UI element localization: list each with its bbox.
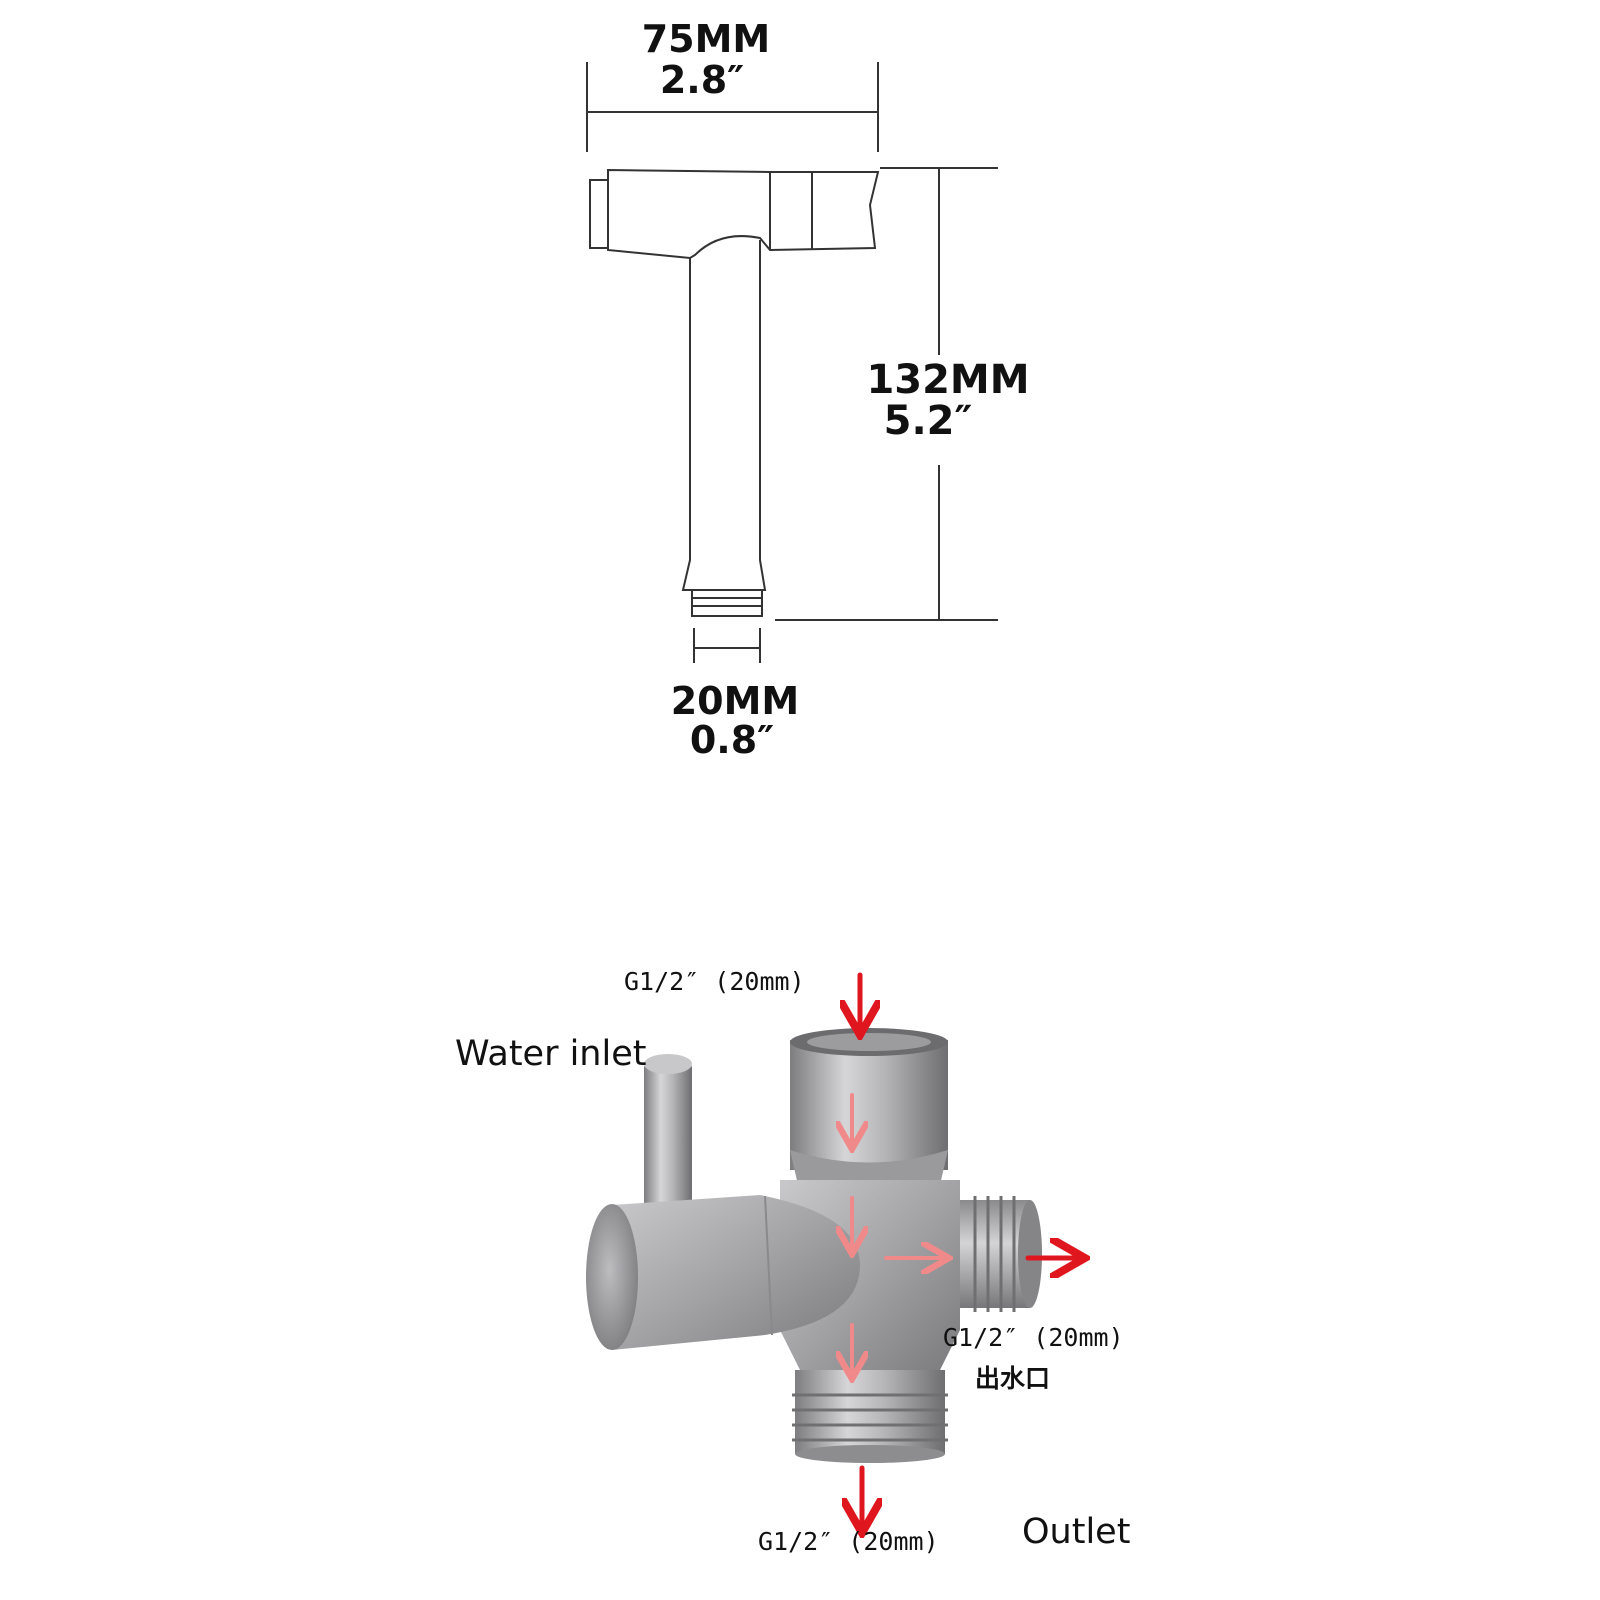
sprayer-drawing [586, 62, 998, 663]
height-in-label: 5.2″ [884, 398, 973, 444]
valve-cap [586, 1204, 638, 1350]
bottom-port-label: G1/2″ (20mm) [758, 1527, 939, 1556]
thread-mm-label: 20MM [671, 679, 800, 723]
width-in-label: 2.8″ [660, 58, 744, 102]
sprayer-button [589, 179, 609, 249]
outlet-label: Outlet [1022, 1512, 1130, 1552]
top-pipe [790, 1040, 948, 1170]
sprayer-handle [681, 240, 767, 591]
valve-housing [612, 1195, 860, 1350]
sprayer-head [607, 168, 880, 260]
water-inlet-label: Water inlet [455, 1034, 646, 1074]
width-mm-label: 75MM [642, 17, 771, 61]
top-port-label: G1/2″ (20mm) [624, 967, 805, 996]
thread-in-label: 0.8″ [690, 718, 774, 762]
flow-arrows [852, 972, 1080, 1528]
t-valve [586, 1028, 1042, 1463]
height-mm-label: 132MM [866, 357, 1029, 403]
sprayer-thread [691, 589, 763, 617]
side-port-label: G1/2″ (20mm) [943, 1323, 1124, 1352]
valve-lever [644, 1062, 692, 1210]
side-port-cn-label: 出水口 [975, 1364, 1050, 1393]
